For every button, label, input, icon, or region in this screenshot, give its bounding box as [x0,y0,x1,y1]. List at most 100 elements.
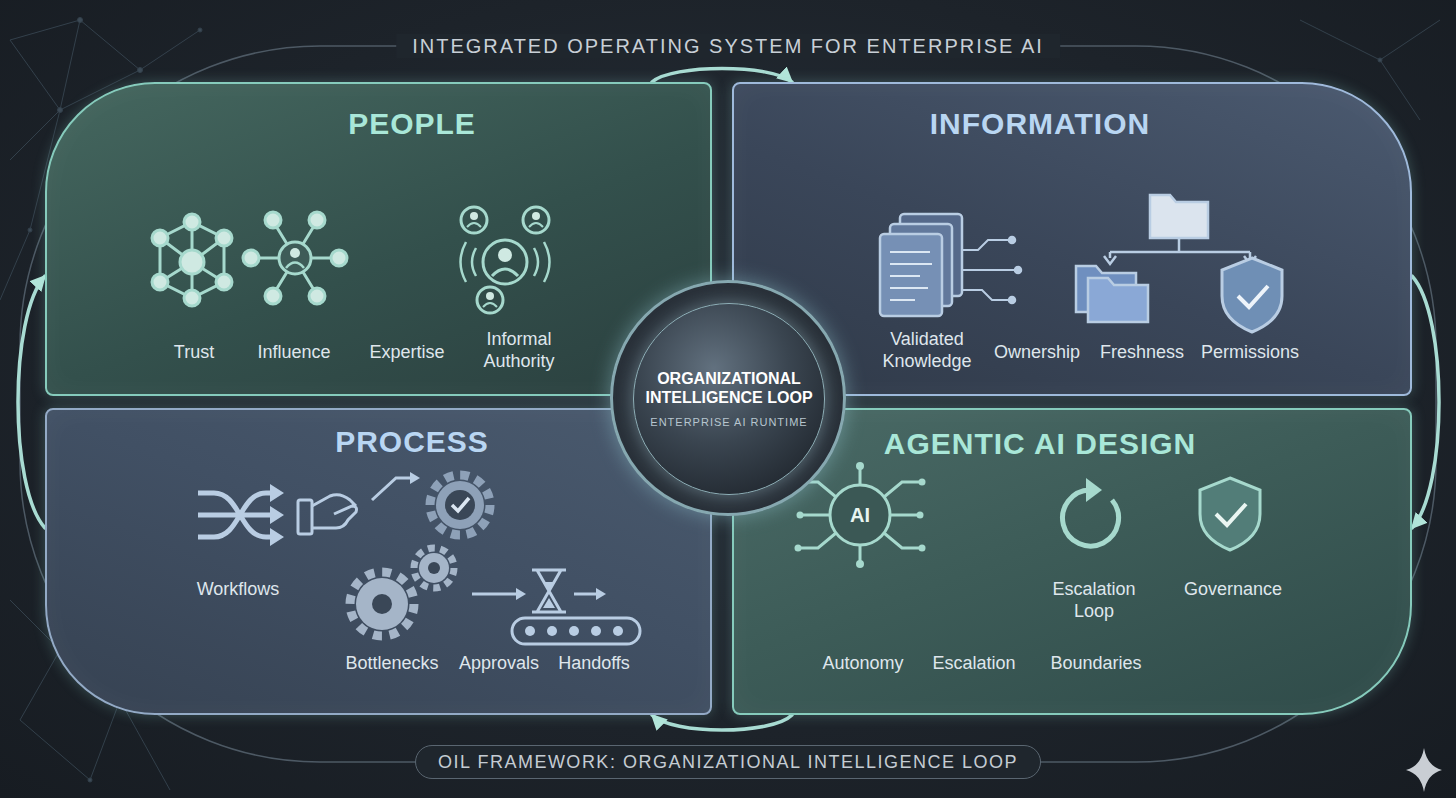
icon-caption: Boundaries [1050,652,1141,674]
documents-icon [880,214,1021,316]
handoff-conveyor-icon-part-part [613,626,623,636]
bottleneck-gears-icon-part [428,562,440,574]
icon-caption: Expertise [369,341,444,363]
center-title: ORGANIZATIONAL INTELLIGENCE LOOP [644,369,814,407]
handoff-conveyor-icon-part [512,618,640,644]
escalation-loop-icon-part [1063,490,1119,546]
influence-icon-part [255,226,335,290]
influence-icon-part [290,248,300,258]
bottleneck-gears-icon-part [419,553,449,583]
influence-icon-part [279,242,311,274]
authority-icon-part [461,242,550,282]
documents-icon-part [1009,297,1015,303]
people-quadrant: PEOPLETrustInfluenceExpertiseInformal Au… [45,82,712,396]
icon-caption: Autonomy [822,652,903,674]
center-sphere: ORGANIZATIONAL INTELLIGENCE LOOPENTERPRI… [633,303,825,495]
network-texture [0,18,1440,791]
outer-ring [20,46,1436,762]
icon-caption: Influence [257,341,330,363]
center-circle: ORGANIZATIONAL INTELLIGENCE LOOPENTERPRI… [610,280,846,516]
icon-label: AI [850,504,870,526]
trust-icon-part [216,274,232,290]
authority-icon-part [498,248,512,262]
icon-caption: Trust [174,341,214,363]
ai-brain-chip-icon-part-part [917,512,924,519]
flow-arrow [652,69,792,83]
influence-icon-part [265,288,281,304]
ai-brain-chip-icon-part-part [856,560,864,568]
trust-icon [152,214,232,306]
folders-icon-part [1150,195,1208,238]
bottleneck-gears-icon-part [414,548,454,588]
quadrant-heading: PROCESS [335,424,489,460]
process-quadrant: PROCESS WorkflowsBottlenecks Approvals Hand… [45,408,712,715]
network-texture-part [1378,58,1382,62]
icon-caption: Ownership [994,341,1080,363]
authority-icon-part [532,212,540,220]
check-gear-icon-part [436,481,484,529]
permissions-shield-icon-part [1238,286,1268,307]
documents-icon-part [1015,267,1021,273]
trust-icon-part [216,230,232,246]
influence-icon [243,212,347,304]
ai-brain-chip-icon-part [795,462,926,568]
approval-hourglass-icon-part [532,570,566,612]
check-gear-icon-part [452,498,469,511]
flow-arrow [18,276,45,528]
network-texture-part [198,28,202,32]
bottleneck-gears-icon-part [372,594,392,614]
icon-caption: Escalation Loop [1044,578,1144,622]
ai-brain-chip-icon-part [798,468,922,562]
icon-caption: Handoffs [558,652,630,674]
caption-pill: OIL FRAMEWORK: ORGANIZATIONAL INTELLIGEN… [415,745,1041,779]
check-gear-icon [430,475,490,535]
icon-caption: Permissions [1201,341,1299,363]
authority-icon [461,207,550,313]
authority-icon-part [492,269,518,276]
permissions-shield-icon [1222,258,1282,332]
authority-icon-part [486,292,494,300]
icon-caption: Approvals [459,652,539,674]
network-texture-part [28,228,32,232]
flow-arrow [652,715,792,730]
handoff-hand-icon-part [298,500,312,534]
workflow-shuffle-icon-part [270,484,284,546]
arrow-to-gear-part [372,478,412,500]
authority-icon-part [470,212,478,220]
check-gear-icon-part [430,475,490,535]
influence-icon-part [309,212,325,228]
handoff-conveyor-icon-part-part [525,626,535,636]
authority-icon-part [529,223,543,227]
influence-icon-part [309,288,325,304]
escalation-loop-icon-part [1086,478,1102,502]
governance-shield-icon-part [1200,478,1260,550]
ai-brain-chip-icon-part [830,485,890,545]
handoff-conveyor-icon [512,618,640,644]
permissions-shield-icon-part [1222,258,1282,332]
icon-caption: Bottlenecks [345,652,438,674]
governance-shield-icon [1200,478,1260,550]
authority-icon-part [467,223,481,227]
agentic-quadrant: AGENTIC AI DESIGN Escalation Loop Governan… [732,408,1412,715]
icon-caption: Escalation [932,652,1015,674]
icon-caption: Governance [1184,578,1282,600]
influence-icon-part [331,250,347,266]
trust-icon-part [184,214,200,230]
authority-icon-part [477,287,503,313]
handoff-conveyor-icon-part-part [591,626,601,636]
icon-caption: Workflows [197,578,280,600]
documents-icon-part [962,240,1018,300]
handoff-conveyor-icon-part-part [569,626,579,636]
trust-icon-part [180,250,204,274]
ai-brain-chip-icon-part-part [797,512,804,519]
quadrant-heading: AGENTIC AI DESIGN [884,426,1197,462]
authority-icon-part [483,240,527,284]
documents-icon-part [900,214,962,296]
handoff-conveyor-icon-part-part [547,626,557,636]
approval-hourglass-icon-part [574,593,598,596]
flow-arrow [1412,276,1439,528]
diagram-title: INTEGRATED OPERATING SYSTEM FOR ENTERPRI… [396,34,1060,58]
ai-brain-chip-icon-part-part [795,479,802,486]
icon-caption: Freshness [1100,341,1184,363]
